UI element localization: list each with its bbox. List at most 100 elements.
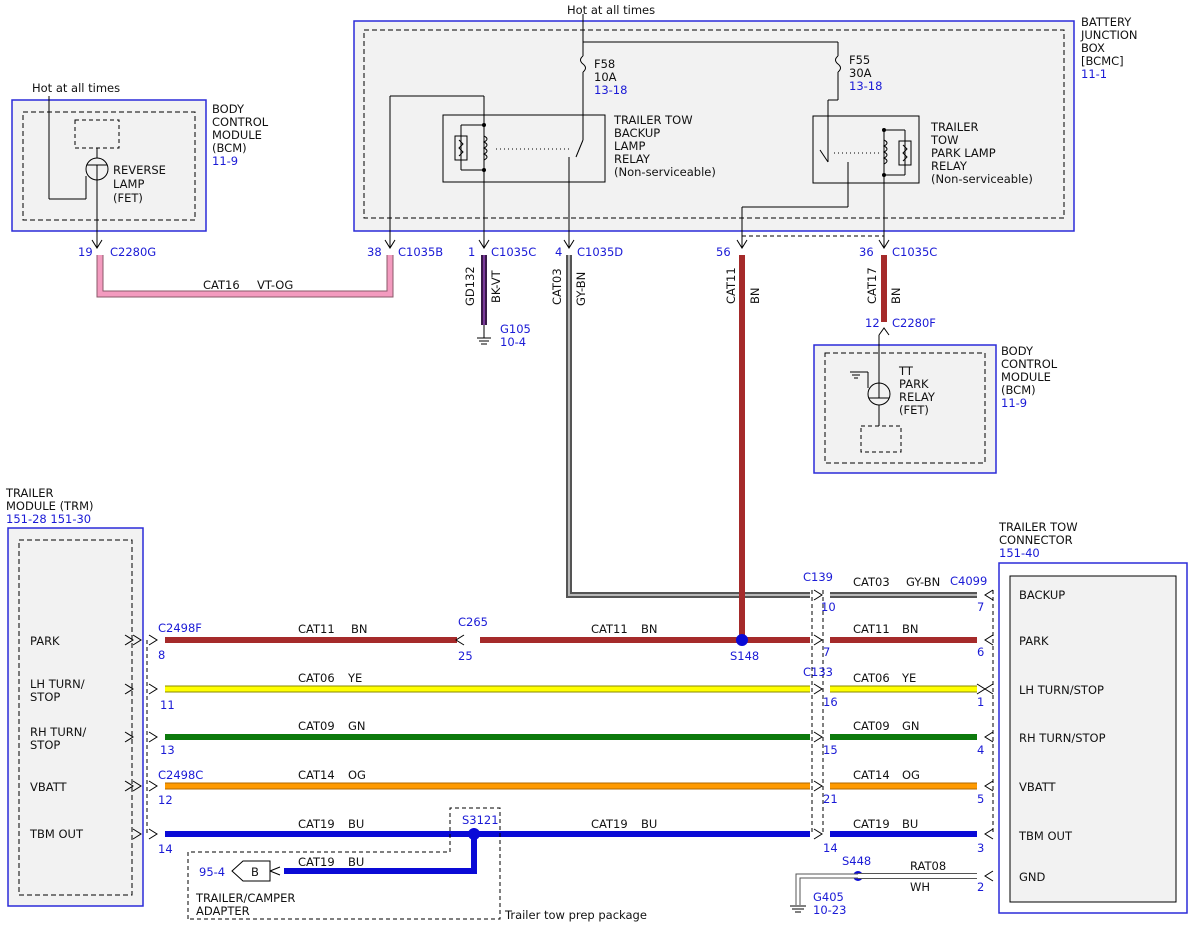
g405-ref: 10-23 [813, 903, 846, 917]
c133-pin-14: 14 [823, 841, 838, 855]
bcm-top-label-l1: BODY [212, 102, 245, 116]
c139-pin-7: 7 [823, 645, 830, 659]
wire-r1-circuit: CAT11 [853, 622, 890, 636]
wire-h4-circuit: CAT14 [298, 768, 335, 782]
wire-h2-circuit: CAT06 [298, 671, 335, 685]
c139-label: C139 [803, 570, 833, 584]
wire-gd132-color: BK-VT [489, 269, 503, 303]
bcm-top-device-l3: (FET) [113, 191, 143, 205]
bjb-label-l4: [BCMC] [1081, 54, 1124, 68]
prep-package-box [187, 807, 501, 920]
bcm-right-label-l4: (BCM) [1001, 383, 1036, 397]
f55-name: F55 [849, 53, 870, 67]
park-relay-l2: TOW [930, 133, 958, 147]
c1035d-name: C1035D [577, 245, 623, 259]
backup-relay-l3: LAMP [614, 139, 645, 153]
s3121-label: S3121 [462, 813, 499, 827]
wire-h0-circuit: CAT11 [298, 622, 335, 636]
g105-ref: 10-4 [500, 335, 526, 349]
wire-r4-color: OG [902, 768, 920, 782]
backup-relay-l4: RELAY [614, 152, 651, 166]
adapter-ref: 95-4 [199, 865, 225, 879]
connector-shells [146, 590, 994, 835]
wire-h2-color: YE [347, 671, 362, 685]
bcm-top-ref: 11-9 [212, 154, 238, 168]
c1035c36-pin: 36 [859, 245, 874, 259]
s448-label: S448 [842, 854, 871, 868]
wire-h3-color: GN [348, 719, 366, 733]
left-pin-14: 14 [158, 842, 173, 856]
wire-cat03-color: GY-BN [574, 272, 588, 306]
trm-ref: 151-28 151-30 [6, 512, 91, 526]
trm-pin-lhturn-l1: LH TURN/ [30, 677, 85, 691]
bcm-top-module: REVERSE LAMP (FET) BODY CONTROL MODULE (… [11, 96, 269, 248]
wire-h3-circuit: CAT09 [298, 719, 335, 733]
wire-h6-color: BU [641, 817, 657, 831]
splice-s148 [736, 634, 748, 646]
s148-label: S148 [730, 649, 759, 663]
adapter-wire-circuit: CAT19 [298, 855, 335, 869]
park-relay-l1: TRAILER [930, 120, 978, 134]
park-relay-l3: PARK LAMP [931, 146, 996, 160]
g405-name: G405 [813, 890, 844, 904]
trm-pin-park: PARK [30, 634, 60, 648]
trm-pin-vbatt: VBATT [30, 780, 68, 794]
c4099-label: C4099 [950, 574, 987, 588]
top-connector-arrows [91, 239, 890, 336]
bcm-right-label-l2: CONTROL [1001, 357, 1058, 371]
wire-r3-color: GN [902, 719, 920, 733]
c133-pin-15: 15 [823, 743, 838, 757]
bcm-top-label-l3: MODULE [212, 128, 262, 142]
ttc-pin-backup: BACKUP [1019, 588, 1065, 602]
f58-ref: 13-18 [594, 83, 627, 97]
trailer-camper-adapter: B 95-4 CAT19 BU TRAILER/CAMPER ADAPTER T… [187, 807, 647, 922]
bcm-right-label-l3: MODULE [1001, 370, 1051, 384]
c1035c1-pin: 1 [468, 245, 475, 259]
c139-pin-10: 10 [821, 600, 836, 614]
bcm-top-label-l4: (BCM) [212, 141, 247, 155]
c133-label: C133 [803, 665, 833, 679]
trm-pin-rhturn-l1: RH TURN/ [30, 725, 86, 739]
c1035c1-name: C1035C [491, 245, 536, 259]
c2280f-name: C2280F [892, 316, 936, 330]
f55-rating: 30A [849, 66, 872, 80]
c2280f-pin: 12 [865, 316, 880, 330]
ground-circuit: RAT08 WH G405 10-23 [790, 859, 977, 917]
park-relay-l5: (Non-serviceable) [931, 172, 1033, 186]
c2498c-label: C2498C [158, 768, 203, 782]
right-pin-7: 7 [977, 600, 984, 614]
wire-r5-color: BU [902, 817, 918, 831]
trm-pin-rhturn-l2: STOP [30, 738, 60, 752]
wire-cat17-color: BN [889, 288, 903, 305]
splice-s3121 [468, 828, 480, 840]
ttc-pin-park: PARK [1019, 634, 1049, 648]
wire-cat11-v-circuit: CAT11 [724, 267, 738, 304]
wire-cat11-v-color: BN [748, 288, 762, 305]
bjb-label-l2: JUNCTION [1080, 28, 1138, 42]
bjb-ref: 11-1 [1081, 67, 1107, 81]
wire-r2-circuit: CAT06 [853, 671, 890, 685]
ttc-label-l1: TRAILER TOW [998, 520, 1078, 534]
prep-package-label: Trailer tow prep package [504, 908, 647, 922]
c2280g-pin: 19 [78, 245, 93, 259]
c265-pin: 25 [458, 649, 473, 663]
left-pin-11: 11 [160, 698, 175, 712]
battery-junction-box: BATTERY JUNCTION BOX [BCMC] 11-1 F58 10A… [353, 14, 1138, 248]
g105-name: G105 [500, 322, 531, 336]
bcm-right-ref: 11-9 [1001, 396, 1027, 410]
rat08-color: WH [910, 880, 930, 894]
fuse-f55-icon [835, 55, 841, 73]
wire-h5-color: BU [348, 817, 364, 831]
wire-r0-color: GY-BN [906, 575, 940, 589]
trm-label-l2: MODULE (TRM) [6, 499, 94, 513]
c133-pin-16: 16 [823, 695, 838, 709]
wire-h5-circuit: CAT19 [298, 817, 335, 831]
f58-rating: 10A [594, 70, 617, 84]
left-pin-8: 8 [158, 648, 165, 662]
c1035c36-name: C1035C [892, 245, 937, 259]
wire-h6-circuit: CAT19 [591, 817, 628, 831]
trm-pin-tbmout: TBM OUT [29, 827, 84, 841]
wire-h1-color: BN [641, 622, 658, 636]
ttc-pin-lhturn: LH TURN/STOP [1019, 683, 1104, 697]
park-relay-box [812, 115, 920, 184]
